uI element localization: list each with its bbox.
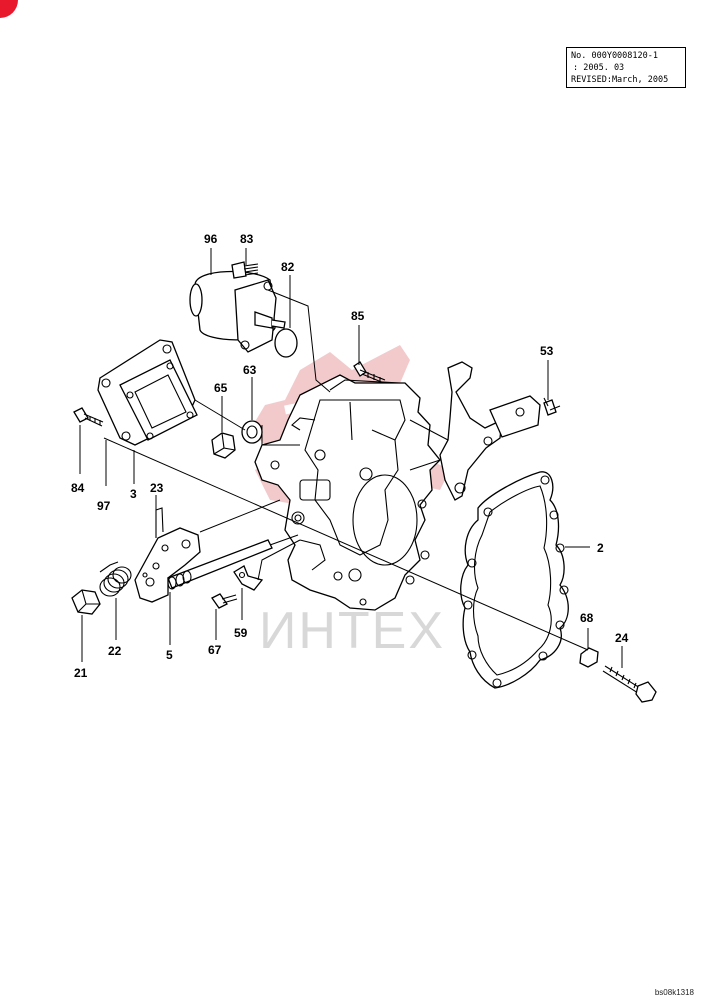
document-revised: REVISED:March, 2005 (571, 75, 669, 85)
label-85: 85 (351, 309, 365, 323)
label-82: 82 (281, 260, 295, 274)
label-23: 23 (150, 481, 164, 495)
part-59-plate (233, 565, 264, 591)
document-info-box: No. 000Y0008120-1 : 2005. 03 REVISED:Mar… (566, 47, 686, 88)
label-68: 68 (580, 611, 594, 625)
drawing-code: bs08k1318 (654, 988, 694, 997)
label-59: 59 (234, 626, 248, 640)
part-labels: 96 83 82 85 53 65 63 84 97 3 23 2 22 21 … (71, 232, 629, 680)
label-84: 84 (71, 481, 85, 495)
part-85-bolt (353, 361, 386, 384)
part-5-shaft (167, 539, 273, 590)
label-22: 22 (108, 644, 122, 658)
part-83-screw (231, 261, 259, 279)
part-21-plug (71, 589, 101, 615)
label-5: 5 (166, 648, 173, 662)
label-24: 24 (615, 631, 629, 645)
label-96: 96 (204, 232, 218, 246)
corner-logo-icon (0, 0, 18, 18)
document-date: : 2005. 03 (573, 63, 625, 73)
label-3: 3 (130, 487, 137, 501)
label-21: 21 (74, 666, 88, 680)
part-22-spring (99, 561, 132, 597)
part-3-gasket (119, 359, 198, 441)
label-83: 83 (240, 232, 254, 246)
label-53: 53 (540, 344, 554, 358)
part-67-screw (211, 593, 238, 609)
part-84-bolt (73, 407, 104, 427)
label-2: 2 (597, 541, 604, 555)
label-63: 63 (243, 363, 257, 377)
part-2-large-gasket (460, 471, 569, 689)
label-67: 67 (208, 643, 222, 657)
leader-lines (79, 248, 623, 668)
watermark-text: ИНТЕХ (259, 602, 445, 660)
part-23-lever (134, 507, 201, 603)
label-65: 65 (214, 381, 228, 395)
part-82-o-ring (274, 328, 298, 358)
part-63-washer (241, 420, 263, 444)
document-number: No. 000Y0008120-1 (571, 51, 658, 61)
governor-housing (254, 374, 441, 611)
part-68-nut (579, 647, 599, 668)
part-96-solenoid (189, 270, 286, 353)
label-97: 97 (97, 499, 111, 513)
part-24-bolt (602, 665, 657, 703)
part-65-plug (211, 432, 236, 459)
